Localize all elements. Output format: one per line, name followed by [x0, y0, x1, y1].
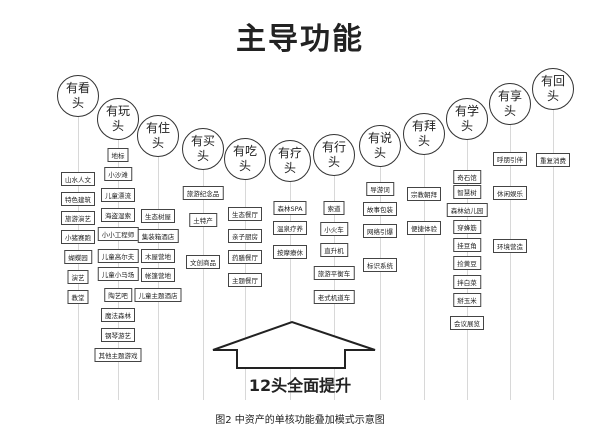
- column-line: [424, 155, 425, 400]
- column-line: [203, 170, 204, 400]
- feature-box: 山水人文: [61, 172, 95, 186]
- function-circle: 有吃头: [224, 138, 266, 180]
- feature-box: 按摩療休: [273, 245, 307, 259]
- feature-box: 特色建筑: [61, 192, 95, 206]
- feature-box: 帐篷营地: [141, 268, 175, 282]
- feature-box: 生态树屋: [141, 209, 175, 223]
- column-line: [553, 110, 554, 400]
- function-circle: 有住头: [137, 115, 179, 157]
- feature-box: 导游词: [366, 182, 394, 196]
- feature-box: 儿童主题酒店: [134, 288, 182, 302]
- feature-box: 穿蜂筋: [453, 220, 481, 234]
- function-circle: 有学头: [446, 98, 488, 140]
- function-circle: 有行头: [313, 134, 355, 176]
- feature-box: 故事包装: [363, 202, 397, 216]
- feature-box: 捡黄豆: [453, 256, 481, 270]
- feature-box: 地标: [107, 148, 129, 162]
- feature-box: 环境营造: [493, 239, 527, 253]
- feature-box: 儿童小马场: [97, 267, 139, 281]
- feature-box: 索道: [323, 201, 345, 215]
- feature-box: 文创商品: [186, 255, 220, 269]
- column-line: [245, 180, 246, 400]
- feature-box: 森林SPA: [273, 201, 307, 215]
- slogan: 12头全面提升: [248, 376, 352, 395]
- feature-box: 木屋营地: [141, 249, 175, 263]
- feature-box: 蝴蝶园: [64, 250, 92, 264]
- feature-box: 森林幼儿园: [446, 203, 488, 217]
- column-line: [290, 182, 291, 400]
- function-circle: 有回头: [532, 68, 574, 110]
- feature-box: 会议展览: [450, 316, 484, 330]
- function-circle: 有买头: [182, 128, 224, 170]
- feature-box: 陶艺吧: [104, 288, 132, 302]
- feature-box: 旅游平衡车: [313, 266, 355, 280]
- feature-box: 土特产: [189, 213, 217, 227]
- feature-box: 小火车: [320, 222, 348, 236]
- column-line: [380, 167, 381, 400]
- feature-box: 呼朋引伴: [493, 152, 527, 166]
- feature-box: 演艺: [67, 270, 89, 284]
- feature-box: 生态餐厅: [228, 207, 262, 221]
- feature-box: 小猪赛跑: [61, 230, 95, 244]
- feature-box: 挂豆角: [453, 238, 481, 252]
- function-circle: 有拜头: [403, 113, 445, 155]
- figure-caption: 图2 中资产的单核功能叠加模式示意图: [215, 415, 385, 426]
- feature-box: 魔法森林: [101, 308, 135, 322]
- feature-box: 奇石馆: [453, 170, 481, 184]
- feature-box: 旅游纪念品: [182, 186, 224, 200]
- function-circle: 有疗头: [269, 140, 311, 182]
- feature-box: 直升机: [320, 243, 348, 257]
- function-circle: 有玩头: [97, 98, 139, 140]
- feature-box: 其他主题游戏: [94, 348, 142, 362]
- feature-box: 儿童漂流: [101, 188, 135, 202]
- feature-box: 智慧树: [453, 185, 481, 199]
- feature-box: 拌白菜: [453, 275, 481, 289]
- feature-box: 温泉疗养: [273, 221, 307, 235]
- column-line: [334, 176, 335, 400]
- feature-box: 海盗湿索: [101, 208, 135, 222]
- feature-box: 休闲娱乐: [493, 186, 527, 200]
- feature-box: 小沙滩: [104, 167, 132, 181]
- feature-box: 药膳餐厅: [228, 250, 262, 264]
- feature-box: 旅游演艺: [61, 211, 95, 225]
- diagram-title: 主导功能: [236, 22, 364, 57]
- feature-box: 教堂: [67, 290, 89, 304]
- column-line: [467, 140, 468, 400]
- feature-box: 便捷体验: [407, 221, 441, 235]
- feature-box: 掰玉米: [453, 293, 481, 307]
- function-circle: 有享头: [489, 83, 531, 125]
- column-line: [510, 125, 511, 400]
- feature-box: 老式机道车: [313, 290, 355, 304]
- feature-box: 标识系统: [363, 258, 397, 272]
- feature-box: 主题餐厅: [228, 273, 262, 287]
- function-circle: 有说头: [359, 125, 401, 167]
- feature-box: 网络引爆: [363, 224, 397, 238]
- feature-box: 钢琴游艺: [101, 328, 135, 342]
- feature-box: 亲子厨房: [228, 229, 262, 243]
- feature-box: 宗教朝拜: [407, 187, 441, 201]
- feature-box: 集装箱酒店: [137, 229, 179, 243]
- feature-box: 小小工程师: [97, 227, 139, 241]
- feature-box: 儿童高尔夫: [97, 249, 139, 263]
- feature-box: 重复消费: [536, 153, 570, 167]
- function-circle: 有看头: [57, 75, 99, 117]
